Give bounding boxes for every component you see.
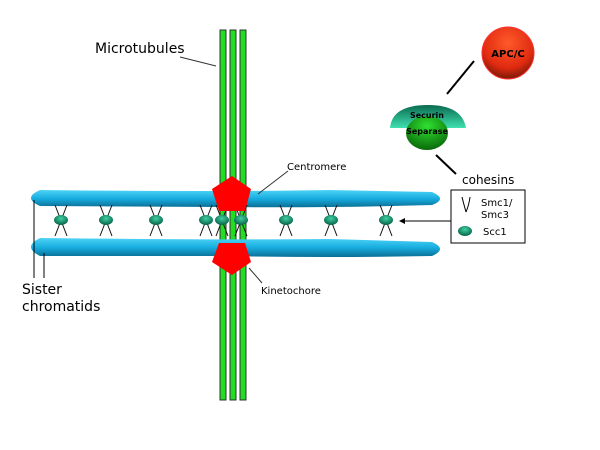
scc1-icon <box>458 226 472 236</box>
kinetochore-lower <box>212 243 251 275</box>
cohesin-rings <box>54 204 393 237</box>
scc1-subunit <box>279 215 293 225</box>
legend-smc-line2: Smc3 <box>481 210 509 221</box>
separase-label: Separase <box>406 127 448 136</box>
scc1-subunit <box>149 215 163 225</box>
kinetochore-leader <box>248 267 263 284</box>
apc-c-inhibits-line <box>446 60 475 95</box>
cohesin-ring <box>379 204 393 237</box>
legend-scc1: Scc1 <box>483 227 507 238</box>
cohesin-ring <box>279 204 293 237</box>
microtubule <box>219 29 227 401</box>
apc-c-label: APC/C <box>491 49 524 60</box>
scc1-subunit <box>234 215 248 225</box>
securin-label: Securin <box>410 111 444 120</box>
separase-cleaves-line <box>435 154 457 175</box>
cohesin-ring <box>149 204 163 237</box>
separase <box>406 116 448 150</box>
centromere-label: Centromere <box>287 162 346 173</box>
scc1-subunit <box>199 215 213 225</box>
scc1-subunit <box>215 215 229 225</box>
sister-label-line2: chromatids <box>22 299 100 315</box>
cohesin-ring <box>324 204 338 237</box>
apc-c-complex <box>481 26 535 80</box>
sister-label-line1: Sister <box>22 282 62 298</box>
kinetochore-upper <box>212 176 251 211</box>
microtubules-leader <box>179 56 217 67</box>
centromere-leader <box>257 170 289 195</box>
microtubules-label: Microtubules <box>95 41 185 57</box>
scc1-subunit <box>99 215 113 225</box>
kinetochore-label: Kinetochore <box>261 286 321 297</box>
smc-v-icon <box>461 196 471 213</box>
legend-smc-line1: Smc1/ <box>481 198 513 209</box>
cohesin-ring <box>54 204 68 237</box>
cohesin-ring <box>99 204 113 237</box>
arrowhead-icon <box>399 218 405 224</box>
scc1-subunit <box>324 215 338 225</box>
cohesins-legend-title: cohesins <box>462 173 514 187</box>
scc1-subunit <box>379 215 393 225</box>
cohesin-ring <box>199 204 213 237</box>
scc1-subunit <box>54 215 68 225</box>
microtubule <box>229 29 237 401</box>
